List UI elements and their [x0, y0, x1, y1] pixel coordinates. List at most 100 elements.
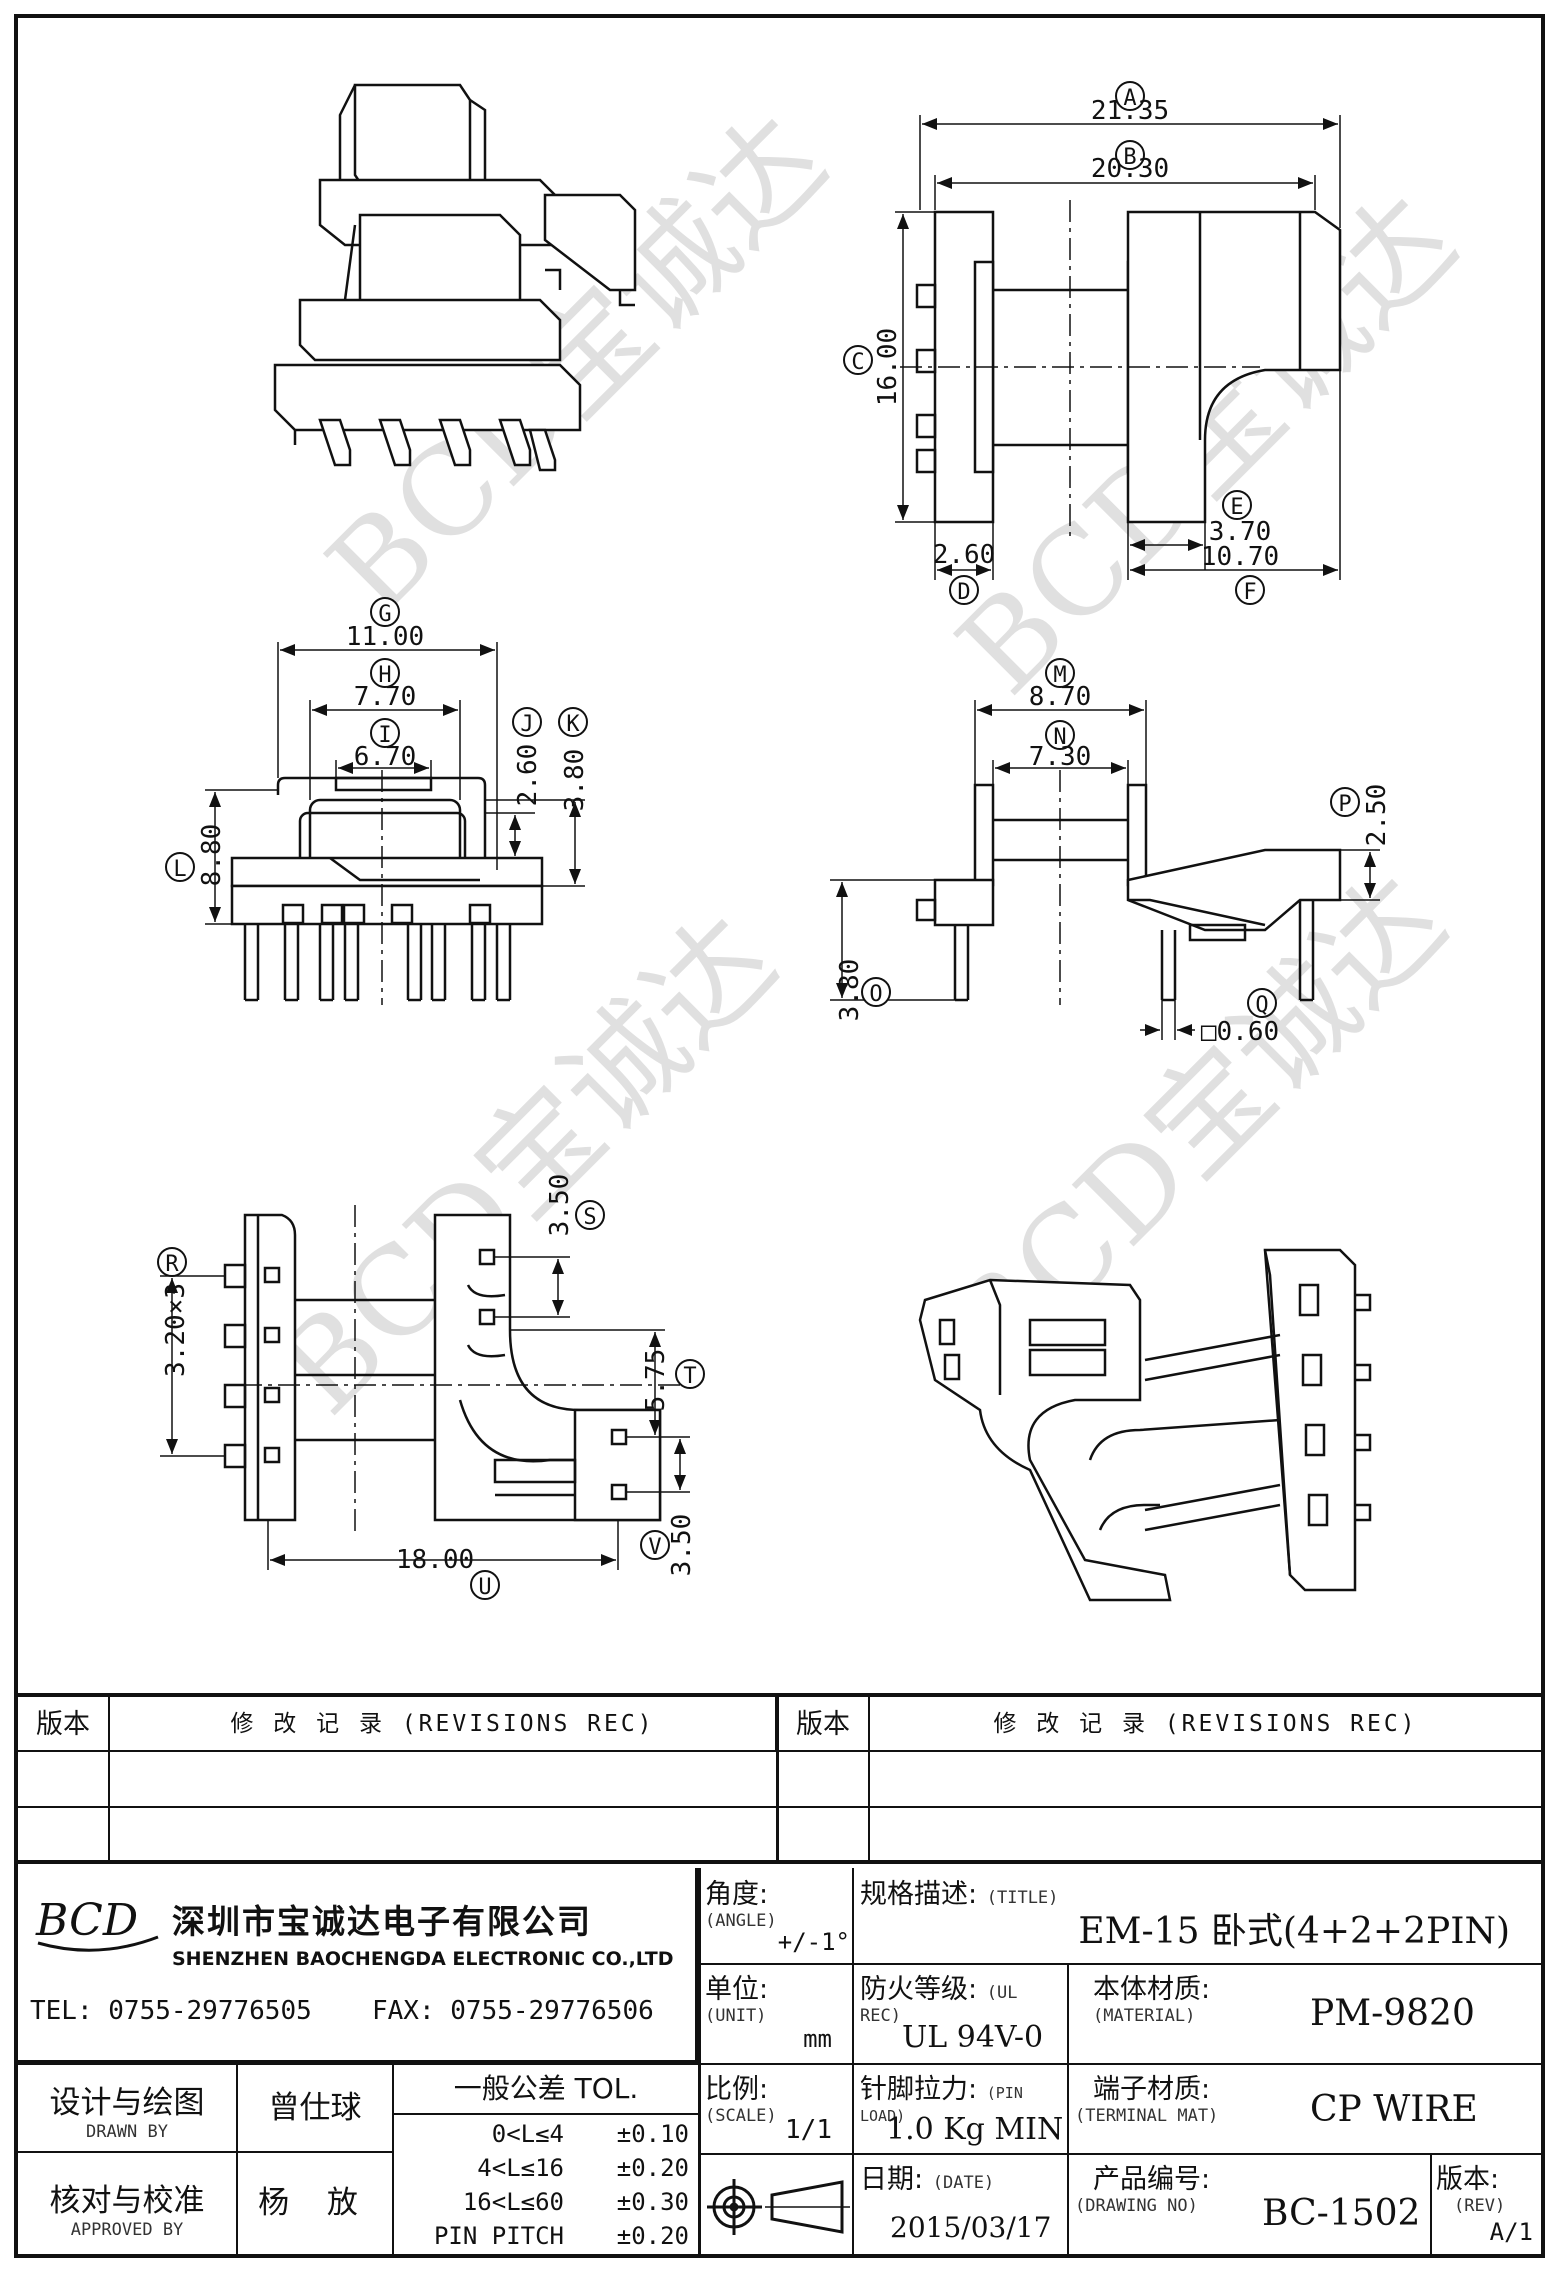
front-view-dims: [205, 642, 585, 1005]
drawing-value: BC-1502: [1262, 2193, 1421, 2234]
company-name-cn: 深圳市宝诚达电子有限公司: [172, 1902, 592, 1941]
dim-value: 18.00: [396, 1545, 474, 1575]
dim-value: □0.60: [1201, 1017, 1279, 1047]
terminal-cell: 端子材质: (TERMINAL MAT) CP WIRE: [1075, 2067, 1540, 2151]
rev-col-version: 版本: [18, 1697, 110, 1752]
pinload-cell: 针脚拉力: (PIN LOAD) 1.0 Kg MIN: [860, 2067, 1065, 2151]
tol-value: ±0.20: [616, 2154, 689, 2182]
tolerance-table: 0<L≤4±0.10 4<L≤16±0.20 16<L≤60±0.30 PIN …: [394, 2117, 698, 2254]
dim-letter: R: [165, 1252, 179, 1277]
front-view: [230, 776, 544, 1002]
dim-letter: K: [566, 712, 580, 737]
company-fax: FAX: 0755-29776506: [372, 1996, 654, 2026]
dim-value: 3.20×3: [161, 1283, 191, 1377]
rev-col-record: 修 改 记 录 (REVISIONS REC): [110, 1697, 778, 1752]
pinload-value: 1.0 Kg MIN: [886, 2112, 1064, 2147]
dim-letter: J: [520, 712, 533, 737]
dim-value: 8.70: [1029, 682, 1092, 712]
top-view-centerlines: [900, 200, 1260, 540]
dim-letter: S: [583, 1205, 596, 1230]
drawing-sub: (DRAWING NO): [1075, 2196, 1198, 2216]
tol-value: ±0.10: [616, 2120, 689, 2148]
unit-label: 单位:: [705, 1974, 769, 2005]
drawn-sub: DRAWN BY: [86, 2122, 168, 2142]
dim-value: 3.50: [545, 1174, 575, 1237]
dim-value: 7.70: [354, 682, 417, 712]
title-cell: 规格描述: (TITLE) EM-15 卧式(4+2+2PIN): [860, 1872, 1540, 1962]
drawing-label: 产品编号:: [1093, 2164, 1211, 2195]
pinload-label: 针脚拉力:: [860, 2074, 978, 2105]
dim-value: 2.60: [933, 540, 996, 570]
rev-row: [18, 1752, 1541, 1808]
rev-cell: 版本: (REV) A/1: [1436, 2157, 1541, 2252]
angle-sub: (ANGLE): [705, 1911, 777, 1931]
dim-letter: M: [1053, 663, 1066, 688]
projection-symbol: [707, 2179, 850, 2235]
rev-value: A/1: [1489, 2218, 1533, 2246]
unit-cell: 单位: (UNIT) mm: [705, 1967, 850, 2061]
dim-value: 3.80: [560, 749, 590, 812]
dim-value: 7.30: [1029, 742, 1092, 772]
tol-range: 4<L≤16: [477, 2154, 564, 2182]
rev-row: [18, 1808, 1541, 1864]
scale-value: 1/1: [785, 2115, 832, 2145]
bottom-view-dims: [160, 1256, 690, 1570]
company-logo: BCD: [35, 1895, 159, 1952]
unit-value: mm: [803, 2025, 832, 2053]
dim-letter: I: [378, 723, 391, 748]
terminal-sub: (TERMINAL MAT): [1075, 2106, 1219, 2126]
approved-box: 核对与校准 APPROVED BY: [18, 2153, 238, 2254]
title-label: 规格描述:: [860, 1879, 978, 1910]
rev-label: 版本:: [1436, 2164, 1500, 2195]
side-view-dims: [830, 700, 1380, 1040]
material-value: PM-9820: [1310, 1993, 1475, 2034]
angle-cell: 角度: (ANGLE) +/-1°: [705, 1872, 850, 1962]
dim-letter: D: [957, 580, 970, 605]
terminal-value: CP WIRE: [1310, 2089, 1478, 2130]
rev-col-record: 修 改 记 录 (REVISIONS REC): [870, 1697, 1541, 1752]
rev-col-version: 版本: [778, 1697, 870, 1752]
watermark-text: BCD宝诚达: [252, 891, 802, 1441]
dim-value: 10.70: [1201, 542, 1279, 572]
dim-letter: P: [1338, 792, 1351, 817]
isometric-view-top: [273, 83, 637, 472]
bottom-view: [223, 1213, 662, 1522]
scale-label: 比例:: [705, 2074, 769, 2105]
pinload-sub: (PIN LOAD): [860, 2084, 1023, 2125]
drawn-label: 设计与绘图: [49, 2085, 205, 2121]
dim-value: 6.70: [354, 742, 417, 772]
dim-letter: V: [648, 1535, 661, 1560]
title-value: EM-15 卧式(4+2+2PIN): [1078, 1911, 1510, 1952]
logo-text: BCD: [35, 1895, 138, 1946]
scale-cell: 比例: (SCALE) 1/1: [705, 2067, 850, 2151]
rev-sub: (REV): [1454, 2196, 1506, 2216]
drawing-sheet: [14, 14, 1545, 2258]
dim-letter: U: [478, 1575, 491, 1600]
drawing-no-cell: 产品编号: (DRAWING NO) BC-1502: [1075, 2157, 1427, 2252]
tol-value: ±0.30: [616, 2188, 689, 2216]
bottom-view-centerlines: [240, 1205, 680, 1535]
tol-range: 0<L≤4: [491, 2120, 564, 2148]
dim-letter: O: [869, 982, 882, 1007]
angle-label: 角度:: [705, 1879, 769, 1910]
title-sub: (TITLE): [986, 1888, 1059, 1908]
top-view-dims: [895, 115, 1341, 580]
angle-value: +/-1°: [777, 1928, 850, 1956]
dim-value: 3.50: [667, 1514, 697, 1577]
material-sub: (MATERIAL): [1093, 2006, 1196, 2026]
terminal-label: 端子材质:: [1093, 2074, 1211, 2105]
dim-value: 5.75: [641, 1349, 671, 1412]
dim-letter: G: [378, 602, 391, 627]
scale-sub: (SCALE): [705, 2106, 777, 2126]
dim-value: 2.50: [1362, 784, 1392, 847]
side-view: [915, 783, 1342, 1002]
dim-value: 11.00: [346, 622, 424, 652]
drawing-area: BCD宝诚达 BCD宝诚达 BCD宝诚达 BCD宝诚达: [157, 81, 1482, 1602]
dim-letter: T: [683, 1364, 696, 1389]
date-cell: 日期: (DATE) 2015/03/17: [860, 2157, 1065, 2252]
dim-value: 3.80: [835, 959, 865, 1022]
dim-letter: Q: [1255, 993, 1268, 1018]
tol-range: 16<L≤60: [462, 2188, 564, 2216]
dim-letter: E: [1230, 495, 1243, 520]
material-cell: 本体材质: (MATERIAL) PM-9820: [1075, 1967, 1540, 2061]
